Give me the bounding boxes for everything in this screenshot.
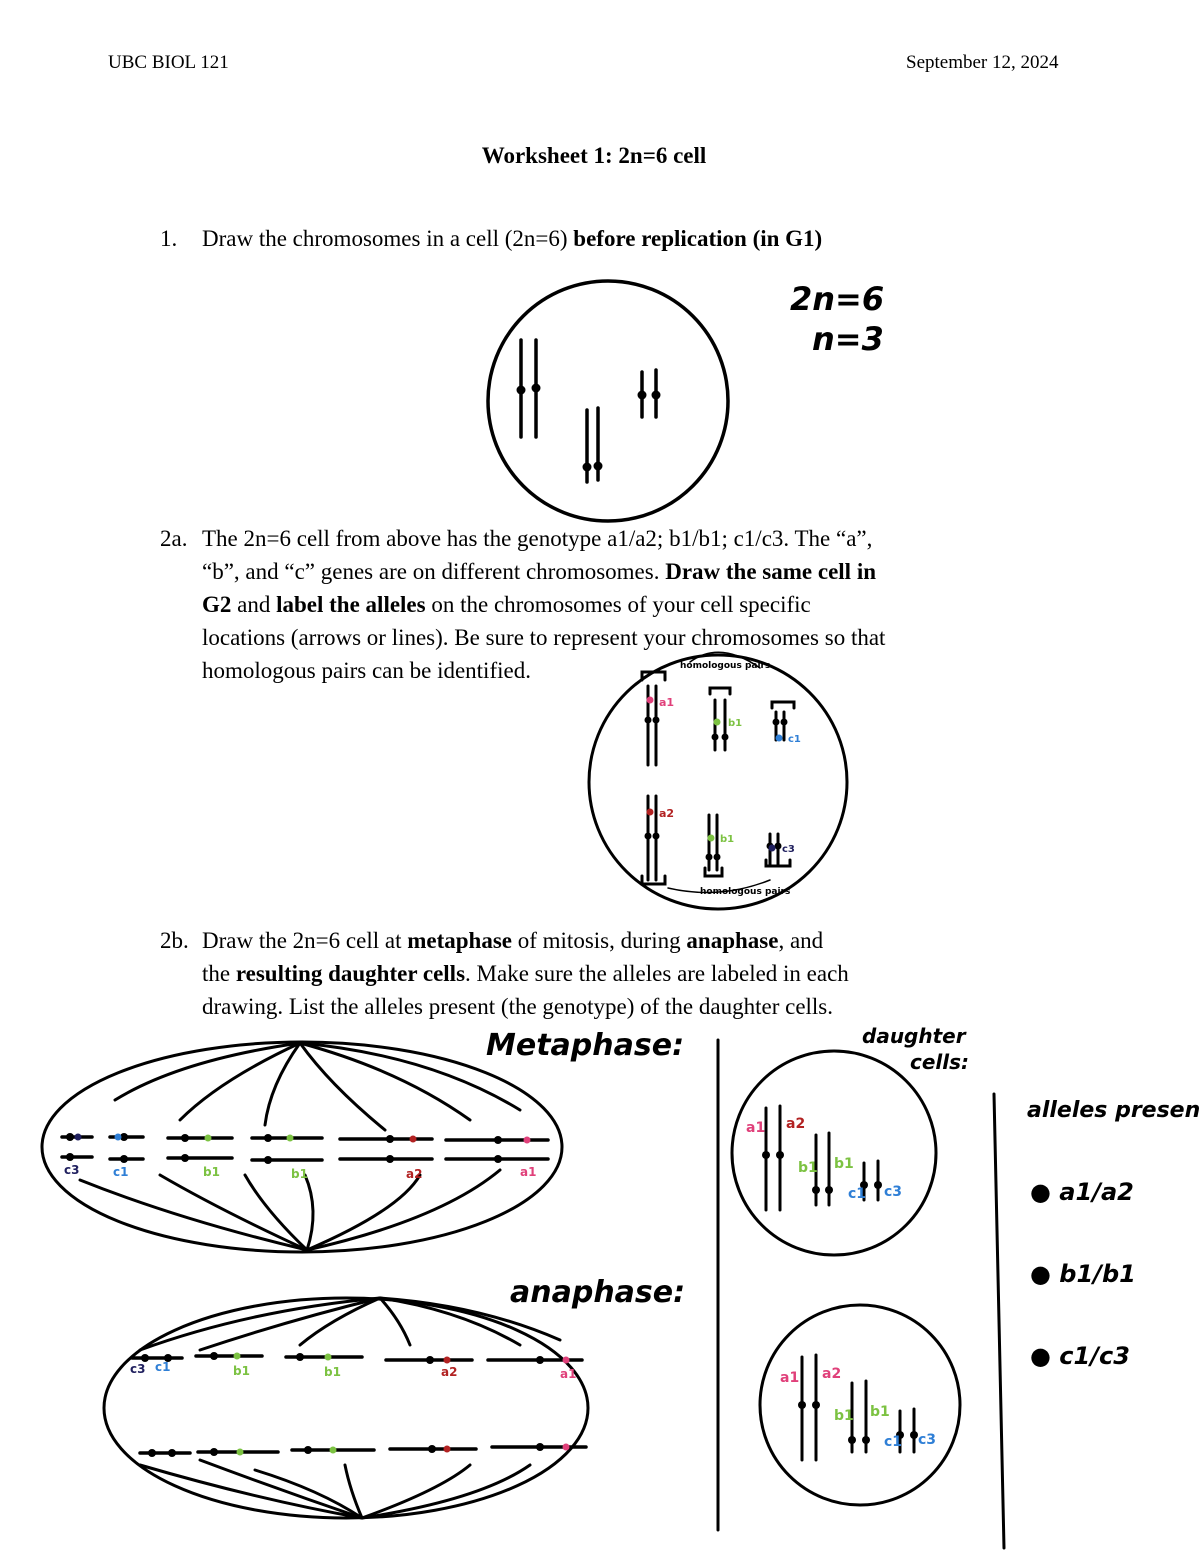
- g1-cell: [488, 281, 728, 521]
- d1-label-c1: c1: [848, 1186, 866, 1202]
- d2-label-b1a: b1: [834, 1408, 854, 1424]
- g2-label-a2: a2: [659, 807, 674, 820]
- g2-label-homologous-top: homologous pairs: [680, 661, 770, 671]
- meta-label-4: a2: [406, 1167, 422, 1181]
- metaphase-cell: [42, 1042, 562, 1252]
- ana-label-3: b1: [324, 1365, 341, 1379]
- divider-right: [994, 1094, 1004, 1548]
- d1-label-a1: a1: [746, 1120, 765, 1136]
- d1-label-b1b: b1: [834, 1156, 854, 1172]
- ana-label-2: b1: [233, 1364, 250, 1378]
- g2-label-b1-top: b1: [728, 718, 742, 729]
- g2-label-homologous-bottom: homologous pairs: [700, 887, 790, 897]
- meta-label-2: b1: [203, 1165, 220, 1179]
- g2-label-b1-bottom: b1: [720, 834, 734, 845]
- ana-label-1: c1: [155, 1360, 170, 1374]
- g2-cell: [589, 652, 847, 909]
- d2-label-a1: a1: [780, 1370, 799, 1386]
- ana-label-4: a2: [441, 1365, 457, 1379]
- d1-label-b1a: b1: [798, 1160, 818, 1176]
- allele-markers: [75, 697, 783, 1456]
- d2-label-c1: c1: [884, 1434, 902, 1450]
- ana-label-0: c3: [130, 1362, 145, 1376]
- anaphase-centromeres: [141, 1352, 544, 1457]
- d1-label-c3: c3: [884, 1184, 902, 1200]
- meta-label-5: a1: [520, 1165, 536, 1179]
- meta-label-3: b1: [291, 1167, 308, 1181]
- meta-label-0: c3: [64, 1163, 79, 1177]
- d2-label-a2: a2: [822, 1366, 841, 1382]
- ana-label-5: a1: [560, 1367, 576, 1381]
- anaphase-cell: [104, 1298, 588, 1518]
- d2-label-b1b: b1: [870, 1404, 890, 1420]
- g2-label-c3: c3: [782, 844, 795, 855]
- daughter-cell-bottom: [760, 1305, 960, 1505]
- g2-label-a1: a1: [659, 696, 674, 709]
- d2-label-c3: c3: [918, 1432, 936, 1448]
- d1-label-a2: a2: [786, 1116, 805, 1132]
- g2-label-c1: c1: [788, 734, 801, 745]
- meta-label-1: c1: [113, 1165, 128, 1179]
